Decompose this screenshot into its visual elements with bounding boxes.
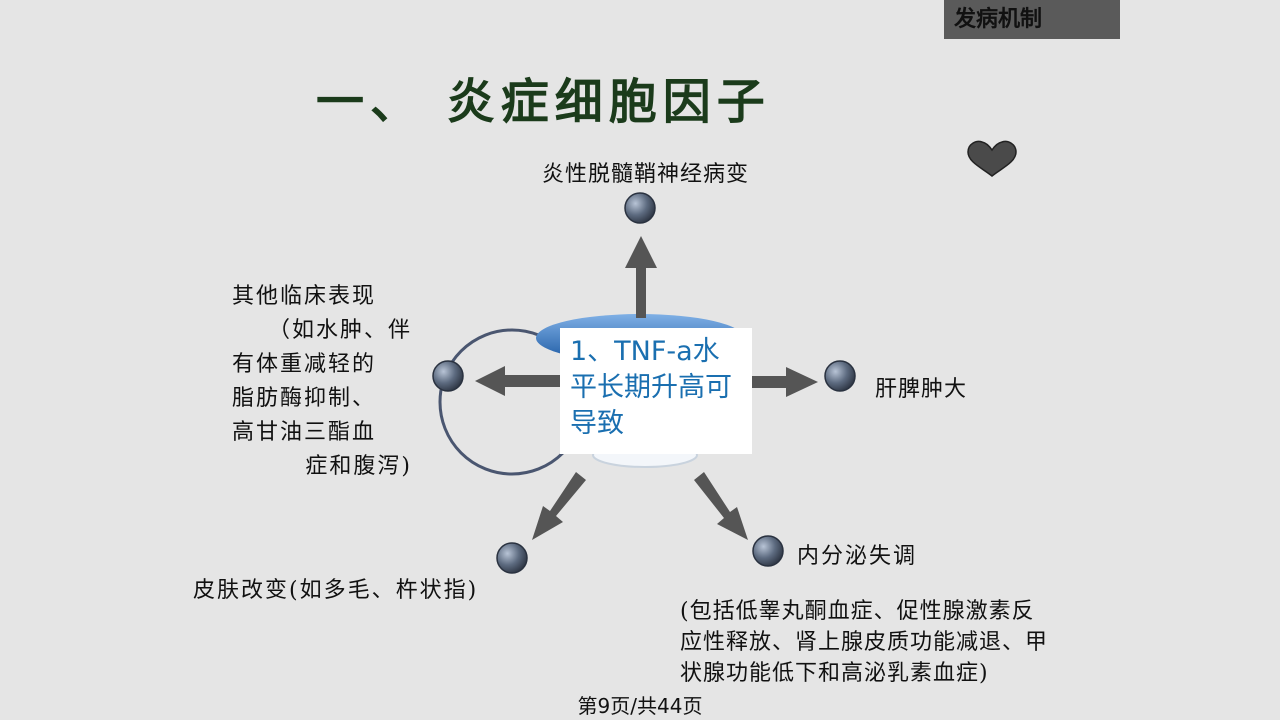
label-bottom-left: 皮肤改变(如多毛、杵状指) — [193, 578, 479, 603]
label-left-line: 有体重减轻的 — [232, 352, 377, 377]
label-left: 其他临床表现 （如水肿、伴 有体重减轻的 脂肪酶抑制、 高甘油三酯血 症和腹泻) — [232, 280, 412, 484]
center-statement: 1、TNF-a水平长期升高可导致 — [560, 328, 752, 454]
detail-line: (包括低睾丸酮血症、促性腺激素反 — [680, 599, 1035, 624]
section-tag: 发病机制 — [944, 0, 1120, 39]
node-top — [624, 192, 656, 224]
label-bottom-right-detail: (包括低睾丸酮血症、促性腺激素反 应性释放、肾上腺皮质功能减退、甲 状腺功能低下… — [680, 596, 1048, 689]
detail-line: 状腺功能低下和高泌乳素血症) — [680, 661, 989, 686]
page-number: 第9页/共44页 — [577, 694, 703, 718]
label-right: 肝脾肿大 — [875, 377, 968, 402]
arrow-down-left — [532, 472, 586, 540]
node-right — [824, 360, 856, 392]
label-left-line: 症和腹泻) — [305, 454, 412, 479]
arrow-left — [475, 366, 560, 396]
node-bottom-right — [752, 535, 784, 567]
arrow-up — [625, 236, 657, 318]
arrow-down-right — [694, 472, 748, 540]
detail-line: 应性释放、肾上腺皮质功能减退、甲 — [680, 630, 1049, 655]
node-left — [432, 360, 464, 392]
label-left-line: （如水肿、伴 — [267, 318, 412, 343]
arrow-right — [752, 367, 818, 397]
heart-icon — [967, 140, 1017, 177]
node-bottom-left — [496, 542, 528, 574]
label-left-line: 高甘油三酯血 — [232, 420, 377, 445]
label-left-line: 其他临床表现 — [232, 284, 377, 309]
label-top: 炎性脱髓鞘神经病变 — [542, 162, 750, 187]
slide-title: 一、 炎症细胞因子 — [316, 74, 771, 130]
label-bottom-right-title: 内分泌失调 — [797, 544, 918, 569]
label-left-line: 脂肪酶抑制、 — [232, 386, 377, 411]
